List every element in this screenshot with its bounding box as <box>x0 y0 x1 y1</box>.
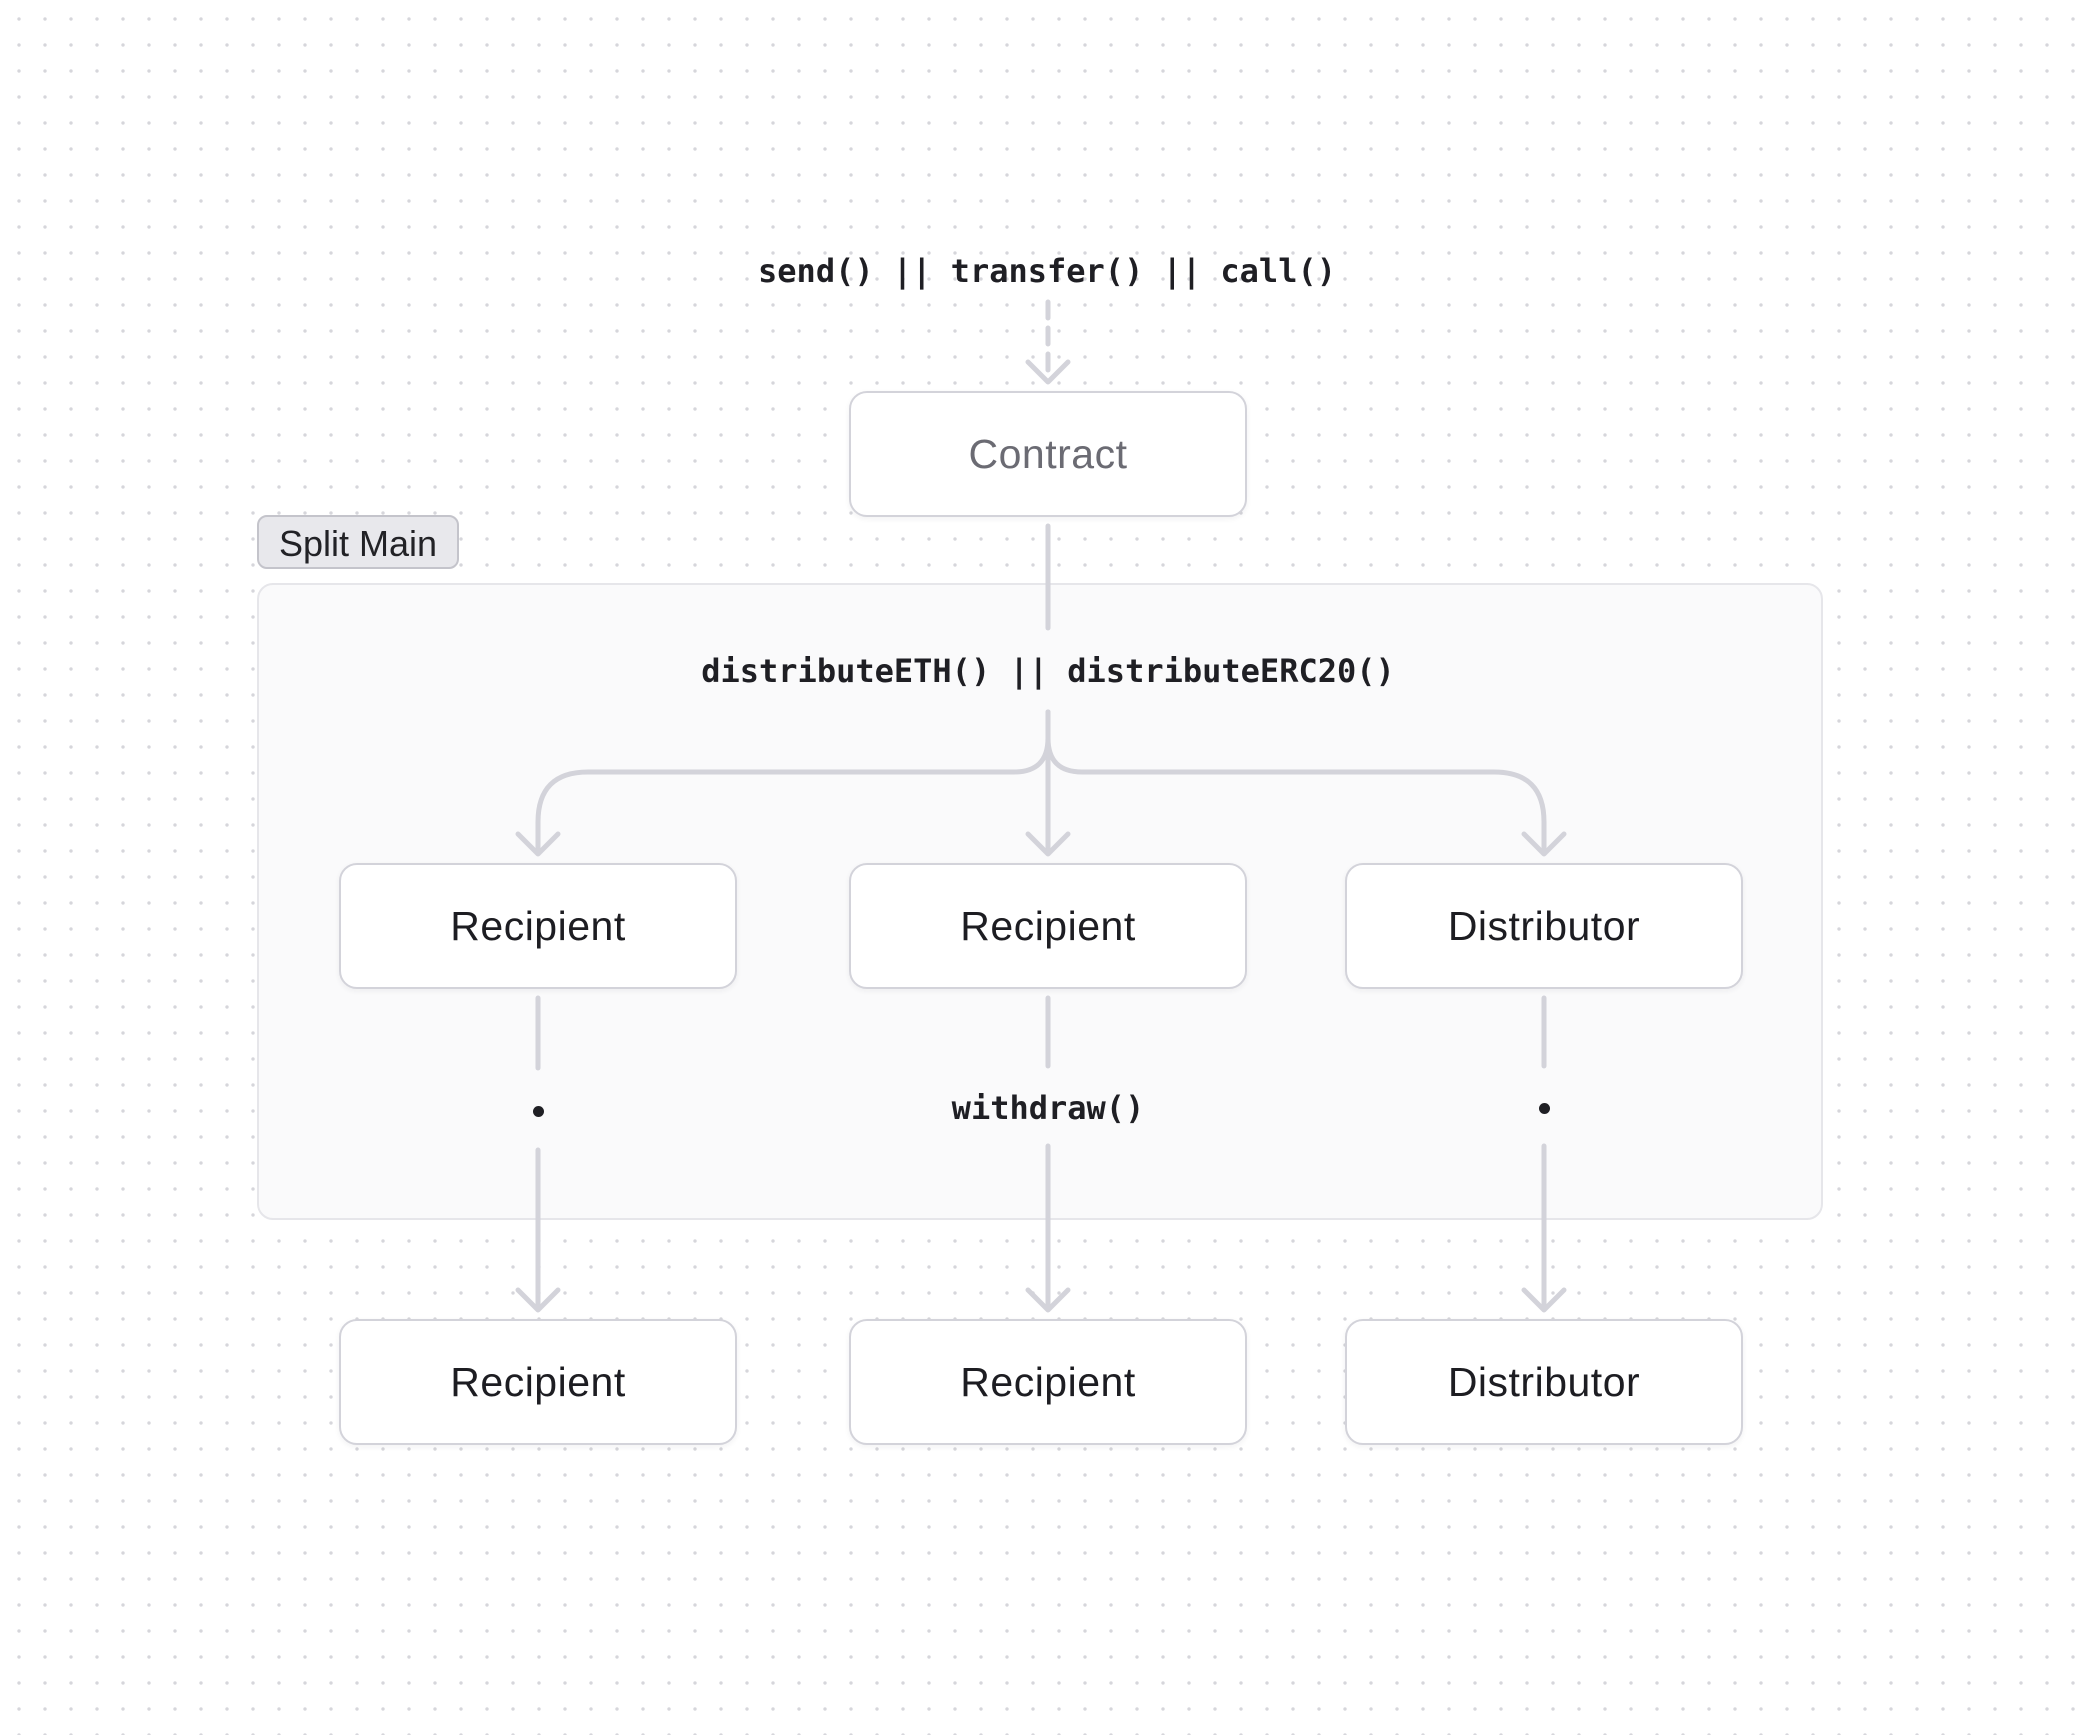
split-main-label: Split Main <box>257 515 460 569</box>
arrowhead-outer-right <box>1521 1287 1567 1313</box>
outer-distributor-node[interactable]: Distributor <box>1345 1319 1743 1445</box>
entry-call-label: send() || transfer() || call() <box>758 252 1336 290</box>
inner-recipient-node-1[interactable]: Recipient <box>339 863 737 989</box>
arrowhead-inner-center <box>1025 831 1071 857</box>
outer-recipient-node-2[interactable]: Recipient <box>849 1319 1247 1445</box>
arrowhead-outer-left <box>515 1287 561 1313</box>
distribute-call-label: distributeETH() || distributeERC20() <box>701 652 1395 690</box>
left-connector-dot <box>533 1106 544 1117</box>
branch-left-path <box>535 709 1051 853</box>
right-connector-dot <box>1539 1103 1550 1114</box>
entry-arrowhead <box>1025 359 1071 385</box>
arrowhead-inner-left <box>515 831 561 857</box>
contract-node[interactable]: Contract <box>849 391 1247 517</box>
arrowhead-outer-center <box>1025 1287 1071 1313</box>
outer-recipient-node-1[interactable]: Recipient <box>339 1319 737 1445</box>
inner-distributor-node[interactable]: Distributor <box>1345 863 1743 989</box>
withdraw-call-label: withdraw() <box>951 1089 1145 1127</box>
inner-recipient-node-2[interactable]: Recipient <box>849 863 1247 989</box>
arrowhead-inner-right <box>1521 831 1567 857</box>
branch-right-path <box>1045 709 1547 853</box>
